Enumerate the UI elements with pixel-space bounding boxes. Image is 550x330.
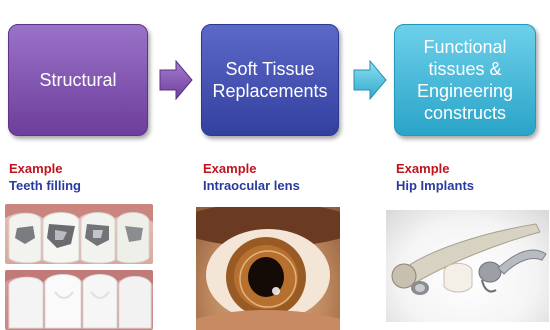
functional-line-4: constructs <box>417 102 513 124</box>
intraocular-lens-photo <box>196 207 340 330</box>
structural-box: Structural <box>8 24 148 136</box>
soft-tissue-line-1: Soft Tissue <box>212 58 327 80</box>
soft-tissue-box: Soft Tissue Replacements <box>201 24 339 136</box>
hip-implant-photo <box>386 210 549 322</box>
right-arrow-icon <box>353 60 387 100</box>
example-teeth: Example Teeth filling <box>9 160 81 194</box>
teeth-restored-photo <box>5 270 153 330</box>
example-value: Teeth filling <box>9 177 81 194</box>
example-value: Hip Implants <box>396 177 474 194</box>
example-label: Example <box>396 160 474 177</box>
example-value: Intraocular lens <box>203 177 300 194</box>
example-label: Example <box>9 160 81 177</box>
right-arrow-icon <box>159 60 193 100</box>
functional-line-3: Engineering <box>417 80 513 102</box>
example-lens: Example Intraocular lens <box>203 160 300 194</box>
functional-line-1: Functional <box>417 36 513 58</box>
example-label: Example <box>203 160 300 177</box>
functional-box: Functional tissues & Engineering constru… <box>394 24 536 136</box>
functional-line-2: tissues & <box>417 58 513 80</box>
teeth-filling-photo <box>5 204 153 264</box>
structural-label: Structural <box>39 69 116 91</box>
example-hip: Example Hip Implants <box>396 160 474 194</box>
soft-tissue-line-2: Replacements <box>212 80 327 102</box>
